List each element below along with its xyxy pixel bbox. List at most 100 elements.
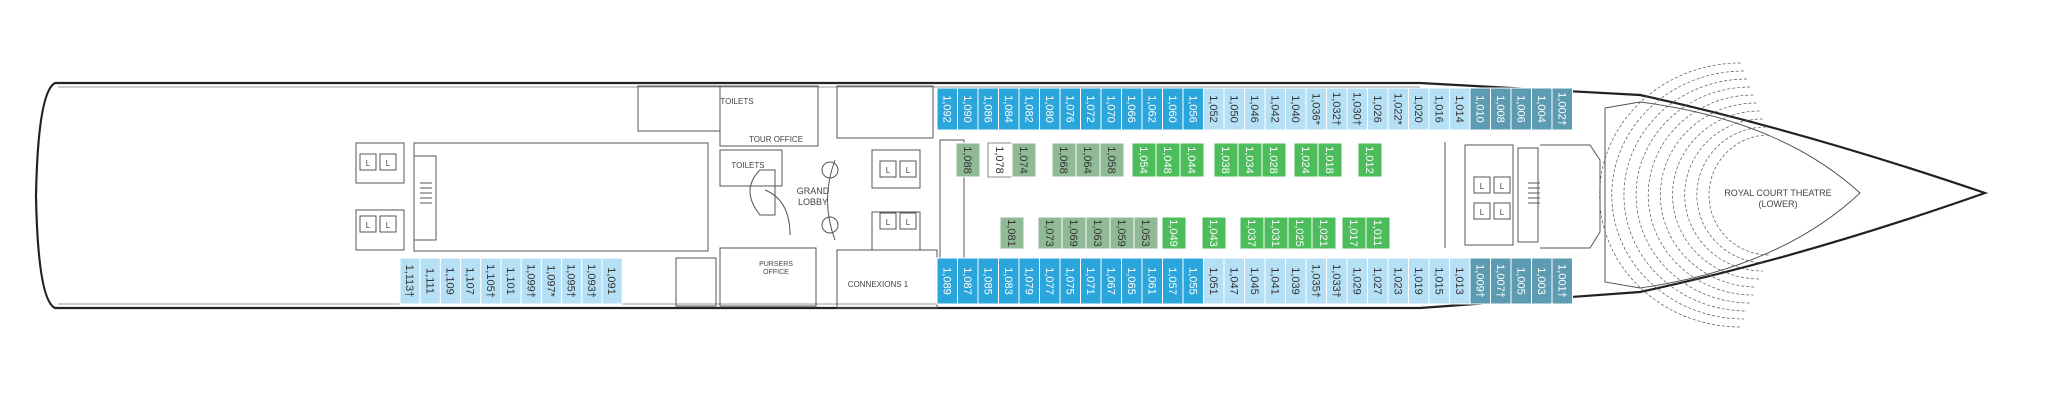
cabin-1031[interactable]: 1,031 xyxy=(1263,216,1289,250)
cabin-1075[interactable]: 1,075 xyxy=(1059,257,1081,305)
cabin-1068[interactable]: 1,068 xyxy=(1051,142,1077,178)
cabin-1010[interactable]: 1,010 xyxy=(1469,87,1491,131)
cabin-1085[interactable]: 1,085 xyxy=(977,257,999,305)
cabin-1046[interactable]: 1,046 xyxy=(1244,87,1266,131)
cabin-1037[interactable]: 1,037 xyxy=(1239,216,1265,250)
cabin-1071[interactable]: 1,071 xyxy=(1080,257,1102,305)
cabin-1084[interactable]: 1,084 xyxy=(998,87,1020,131)
cabin-1057[interactable]: 1,057 xyxy=(1162,257,1184,305)
cabin-1092[interactable]: 1,092 xyxy=(936,87,958,131)
cabin-1089[interactable]: 1,089 xyxy=(936,257,958,305)
cabin-1014[interactable]: 1,014 xyxy=(1449,87,1471,131)
cabin-1006[interactable]: 1,006 xyxy=(1510,87,1532,131)
cabin-1101[interactable]: 1,101 xyxy=(500,257,522,305)
cabin-1055[interactable]: 1,055 xyxy=(1182,257,1204,305)
cabin-1017[interactable]: 1,017 xyxy=(1341,216,1367,250)
cabin-1007[interactable]: 1,007† xyxy=(1490,257,1512,305)
cabin-1080[interactable]: 1,080 xyxy=(1039,87,1061,131)
cabin-1005[interactable]: 1,005 xyxy=(1510,257,1532,305)
cabin-1036[interactable]: 1,036* xyxy=(1305,87,1327,131)
cabin-1065[interactable]: 1,065 xyxy=(1121,257,1143,305)
cabin-1062[interactable]: 1,062 xyxy=(1141,87,1163,131)
cabin-1032[interactable]: 1,032† xyxy=(1326,87,1348,131)
cabin-1018[interactable]: 1,018 xyxy=(1317,142,1343,178)
cabin-1066[interactable]: 1,066 xyxy=(1121,87,1143,131)
cabin-1056[interactable]: 1,056 xyxy=(1182,87,1204,131)
cabin-1082[interactable]: 1,082 xyxy=(1018,87,1040,131)
cabin-1077[interactable]: 1,077 xyxy=(1039,257,1061,305)
cabin-1019[interactable]: 1,019 xyxy=(1408,257,1430,305)
cabin-1034[interactable]: 1,034 xyxy=(1237,142,1263,178)
cabin-1048[interactable]: 1,048 xyxy=(1155,142,1181,178)
cabin-1008[interactable]: 1,008 xyxy=(1490,87,1512,131)
cabin-1020[interactable]: 1,020 xyxy=(1408,87,1430,131)
cabin-1038[interactable]: 1,038 xyxy=(1213,142,1239,178)
cabin-1044[interactable]: 1,044 xyxy=(1179,142,1205,178)
cabin-1072[interactable]: 1,072 xyxy=(1080,87,1102,131)
cabin-1009[interactable]: 1,009† xyxy=(1469,257,1491,305)
cabin-1049[interactable]: 1,049 xyxy=(1161,216,1187,250)
cabin-1090[interactable]: 1,090 xyxy=(957,87,979,131)
cabin-1078[interactable]: 1,078 xyxy=(987,142,1013,178)
cabin-1097[interactable]: 1,097* xyxy=(540,257,563,305)
cabin-1028[interactable]: 1,028 xyxy=(1261,142,1287,178)
cabin-1045[interactable]: 1,045 xyxy=(1244,257,1266,305)
cabin-1011[interactable]: 1,011 xyxy=(1365,216,1391,250)
cabin-1111[interactable]: 1,111 xyxy=(419,257,441,305)
cabin-1042[interactable]: 1,042 xyxy=(1264,87,1286,131)
cabin-1070[interactable]: 1,070 xyxy=(1100,87,1122,131)
cabin-1052[interactable]: 1,052 xyxy=(1203,87,1225,131)
cabin-1095[interactable]: 1,095† xyxy=(561,257,583,305)
cabin-1026[interactable]: 1,026 xyxy=(1367,87,1389,131)
cabin-1013[interactable]: 1,013 xyxy=(1449,257,1471,305)
cabin-1003[interactable]: 1,003 xyxy=(1531,257,1553,305)
cabin-1053[interactable]: 1,053 xyxy=(1133,216,1159,250)
cabin-1004[interactable]: 1,004 xyxy=(1531,87,1553,131)
cabin-1113[interactable]: 1,113† xyxy=(399,257,421,305)
cabin-1035[interactable]: 1,035† xyxy=(1305,257,1327,305)
cabin-1033[interactable]: 1,033† xyxy=(1326,257,1348,305)
cabin-1012[interactable]: 1,012 xyxy=(1357,142,1383,178)
cabin-1107[interactable]: 1,107 xyxy=(460,257,482,305)
cabin-1076[interactable]: 1,076 xyxy=(1059,87,1081,131)
cabin-1039[interactable]: 1,039 xyxy=(1285,257,1307,305)
cabin-1001[interactable]: 1,001† xyxy=(1551,257,1573,305)
cabin-1015[interactable]: 1,015 xyxy=(1428,257,1450,305)
cabin-1051[interactable]: 1,051 xyxy=(1203,257,1225,305)
cabin-1087[interactable]: 1,087 xyxy=(957,257,979,305)
cabin-1025[interactable]: 1,025 xyxy=(1287,216,1313,250)
cabin-1067[interactable]: 1,067 xyxy=(1100,257,1122,305)
cabin-1023[interactable]: 1,023 xyxy=(1387,257,1409,305)
cabin-1099[interactable]: 1,099† xyxy=(520,257,542,305)
cabin-1079[interactable]: 1,079 xyxy=(1018,257,1040,305)
cabin-1093[interactable]: 1,093† xyxy=(581,257,603,305)
cabin-1016[interactable]: 1,016 xyxy=(1428,87,1450,131)
cabin-1081[interactable]: 1,081 xyxy=(999,216,1025,250)
cabin-1109[interactable]: 1,109 xyxy=(439,257,462,305)
cabin-1063[interactable]: 1,063 xyxy=(1085,216,1111,250)
cabin-1024[interactable]: 1,024 xyxy=(1293,142,1319,178)
cabin-1021[interactable]: 1,021 xyxy=(1311,216,1337,250)
cabin-1040[interactable]: 1,040 xyxy=(1285,87,1307,131)
cabin-1058[interactable]: 1,058 xyxy=(1099,142,1125,178)
cabin-1105[interactable]: 1,105† xyxy=(480,257,502,305)
cabin-1022[interactable]: 1,022* xyxy=(1387,87,1409,131)
cabin-1059[interactable]: 1,059 xyxy=(1109,216,1135,250)
cabin-1029[interactable]: 1,029 xyxy=(1346,257,1368,305)
cabin-1030[interactable]: 1,030† xyxy=(1346,87,1368,131)
cabin-1054[interactable]: 1,054 xyxy=(1131,142,1157,178)
cabin-1027[interactable]: 1,027 xyxy=(1367,257,1389,305)
cabin-1050[interactable]: 1,050 xyxy=(1223,87,1245,131)
cabin-1047[interactable]: 1,047 xyxy=(1223,257,1245,305)
cabin-1088[interactable]: 1,088 xyxy=(955,142,981,178)
cabin-1002[interactable]: 1,002† xyxy=(1551,87,1573,131)
cabin-1061[interactable]: 1,061 xyxy=(1141,257,1163,305)
cabin-1069[interactable]: 1,069 xyxy=(1061,216,1087,250)
cabin-1091[interactable]: 1,091 xyxy=(601,257,623,305)
cabin-1064[interactable]: 1,064 xyxy=(1075,142,1101,178)
cabin-1073[interactable]: 1,073 xyxy=(1037,216,1063,250)
cabin-1086[interactable]: 1,086 xyxy=(977,87,999,131)
cabin-1041[interactable]: 1,041 xyxy=(1264,257,1286,305)
cabin-1074[interactable]: 1,074 xyxy=(1011,142,1037,178)
cabin-1043[interactable]: 1,043 xyxy=(1201,216,1227,250)
